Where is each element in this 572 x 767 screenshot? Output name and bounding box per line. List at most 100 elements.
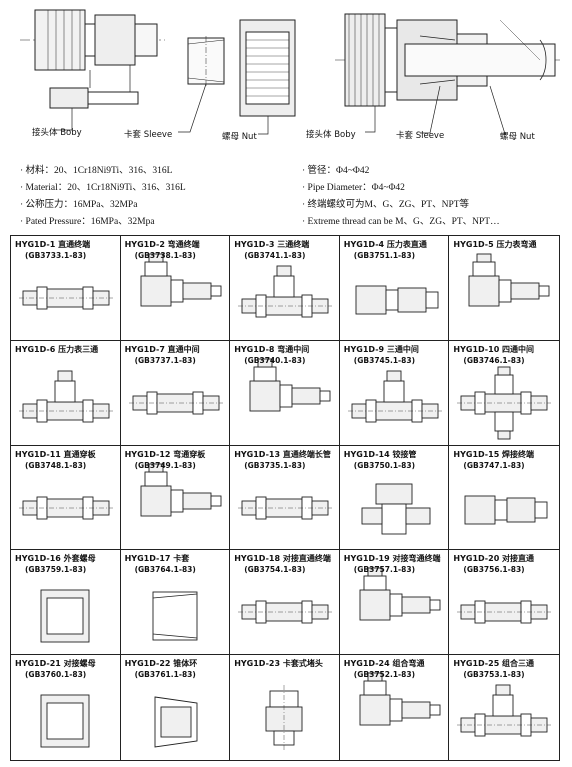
- product-standard: (GB3749.1-83): [134, 460, 196, 470]
- product-standard: (GB3753.1-83): [463, 670, 525, 680]
- product-cell: HYG1D-22 锥体环(GB3761.1-83): [121, 655, 231, 760]
- plug-fitting-drawing: [265, 685, 303, 752]
- sleeve-label-assembled: 卡套 Sleeve: [396, 131, 445, 141]
- product-title: HYG1D-13 直通终端长管: [234, 449, 331, 459]
- product-grid: HYG1D-1 直通终端(GB3733.1-83) HYG1D-2 弯通终端 (G…: [10, 235, 560, 761]
- nut-label-assembled: 螺母 Nut: [500, 132, 535, 142]
- product-standard: (GB3760.1-83): [25, 670, 87, 680]
- spec-material-cn: · 材料：20、1Cr18Ni9Ti、316、316L: [20, 166, 173, 176]
- combo-elbow-fitting-drawing: [359, 672, 441, 726]
- product-standard: (GB3759.1-83): [25, 565, 87, 575]
- spec-thread-cn: · 终端螺纹可为M、G、ZG、PT、NPT等: [302, 200, 470, 210]
- straight-union-fitting-drawing: [128, 391, 223, 415]
- straight-terminal-fitting-drawing: [19, 286, 113, 310]
- product-standard: (GB3738.1-83): [134, 251, 196, 260]
- product-cell: HYG1D-17 卡套(GB3764.1-83): [120, 550, 231, 656]
- product-title: HYG1D-6 压力表三通: [15, 344, 99, 354]
- tee-terminal-fitting-drawing: [238, 265, 333, 318]
- product-title: HYG1D-15 焊接终端: [453, 449, 535, 459]
- fitting-assembly-drawing: [20, 9, 560, 135]
- elbow-union-fitting-drawing: [249, 358, 331, 412]
- product-standard: (GB3741.1-83): [244, 251, 306, 260]
- butt-union-fitting-drawing: [457, 600, 552, 624]
- spec-thread-en: · Extreme thread can be M、G、ZG、PT、NPT…: [302, 217, 500, 227]
- weld-terminal-fitting-drawing: [464, 495, 548, 525]
- product-cell: HYG1D-24 组合弯通(GB3752.1-83): [340, 655, 450, 760]
- product-standard: (GB3757.1-83): [353, 565, 416, 575]
- product-cell: HYG1D-20 对接直通(GB3756.1-83): [449, 550, 559, 656]
- bulkhead-straight-fitting-drawing: [19, 496, 113, 520]
- product-standard: (GB3764.1-83): [134, 565, 196, 575]
- product-title: HYG1D-21 对接螺母: [15, 659, 96, 669]
- combo-tee-fitting-drawing: [457, 684, 552, 737]
- product-title: HYG1D-17 卡套: [124, 554, 190, 564]
- elbow-terminal-fitting-drawing: [140, 253, 222, 307]
- product-title: HYG1D-5 压力表弯通: [453, 240, 537, 249]
- product-title: HYG1D-23 卡套式堵头: [234, 659, 323, 669]
- spec-pressure-cn: · 公称压力：16MPa、32MPa: [20, 200, 138, 210]
- product-title: HYG1D-9 三通中间: [343, 344, 419, 354]
- product-standard: (GB3745.1-83): [353, 355, 416, 365]
- product-cell: HYG1D-23 卡套式堵头: [230, 655, 340, 760]
- product-title: HYG1D-16 外套螺母: [15, 554, 96, 564]
- product-standard: (GB3740.1-83): [244, 355, 306, 365]
- product-cell: HYG1D-9 三通中间(GB3745.1-83): [339, 340, 450, 446]
- butt-nut-fitting-drawing: [40, 694, 90, 748]
- bulkhead-elbow-fitting-drawing: [140, 463, 222, 517]
- product-cell: HYG1D-25 组合三通(GB3753.1-83): [449, 655, 559, 760]
- spec-material-en: · Material：20、1Cr18Ni9Ti、316、316L: [20, 183, 186, 193]
- product-cell: HYG1D-7 直通中间(GB3737.1-83): [120, 340, 231, 446]
- product-title: HYG1D-2 弯通终端: [124, 240, 200, 249]
- product-standard: (GB3735.1-83): [244, 460, 306, 470]
- product-standard: (GB3748.1-83): [25, 460, 87, 470]
- nut-label: 螺母 Nut: [222, 132, 257, 142]
- product-standard: (GB3751.1-83): [353, 251, 416, 260]
- product-standard: (GB3756.1-83): [463, 565, 525, 575]
- product-title: HYG1D-4 压力表直通: [343, 240, 427, 249]
- butt-straight-fitting-drawing: [238, 600, 333, 624]
- product-cell: HYG1D-4 压力表直通 (GB3751.1-83): [339, 236, 450, 341]
- product-standard: (GB3747.1-83): [463, 460, 525, 470]
- product-title: HYG1D-12 弯通穿板: [124, 449, 206, 459]
- product-title: HYG1D-25 组合三通: [453, 659, 535, 669]
- sleeve-fitting-drawing: [152, 591, 198, 641]
- specifications: · 材料：20、1Cr18Ni9Ti、316、316L · Material：2…: [0, 158, 572, 230]
- product-cell: HYG1D-2 弯通终端 (GB3738.1-83): [120, 236, 231, 341]
- product-cell: HYG1D-6 压力表三通: [11, 340, 121, 446]
- butt-elbow-fitting-drawing: [359, 567, 441, 621]
- product-standard: (GB3737.1-83): [134, 355, 196, 365]
- product-title: HYG1D-20 对接直通: [453, 554, 535, 564]
- tee-union-fitting-drawing: [347, 370, 442, 423]
- gauge-straight-fitting-drawing: [355, 285, 439, 315]
- assembly-drawing: 接头体 Boby 卡套 Sleeve 螺母 Nut 接头体 Boby 卡套 Sl…: [0, 0, 572, 154]
- cross-union-fitting-drawing: [457, 366, 552, 440]
- product-title: HYG1D-3 三通终端: [234, 240, 310, 249]
- product-cell: HYG1D-10 四通中间(GB3746.1-83): [449, 341, 559, 446]
- product-standard: (GB3750.1-83): [353, 460, 416, 470]
- product-title: HYG1D-10 四通中间: [453, 344, 535, 354]
- product-standard: (GB3761.1-83): [134, 670, 196, 680]
- product-title: HYG1D-22 锥体环: [124, 659, 198, 669]
- product-cell: HYG1D-8 弯通中间(GB3740.1-83): [230, 340, 340, 446]
- product-standard: (GB3754.1-83): [244, 565, 306, 575]
- product-cell: HYG1D-14 铰接管(GB3750.1-83): [339, 445, 450, 551]
- body-label: 接头体 Boby: [32, 128, 82, 138]
- body-label-assembled: 接头体 Boby: [306, 130, 356, 140]
- product-cell: HYG1D-19 对接弯通终端(GB3757.1-83): [339, 550, 450, 656]
- product-cell: HYG1D-1 直通终端(GB3733.1-83): [11, 236, 121, 341]
- product-cell: HYG1D-11 直通穿板(GB3748.1-83): [11, 445, 121, 551]
- product-standard: (GB3752.1-83): [353, 670, 416, 680]
- product-cell: HYG1D-5 压力表弯通: [449, 236, 559, 341]
- product-title: HYG1D-1 直通终端: [15, 240, 91, 249]
- product-cell: HYG1D-3 三通终端 (GB3741.1-83): [230, 236, 340, 341]
- sleeve-label: 卡套 Sleeve: [124, 130, 173, 140]
- product-standard: (GB3746.1-83): [463, 355, 525, 365]
- product-cell: HYG1D-16 外套螺母(GB3759.1-83): [11, 550, 121, 656]
- product-title: HYG1D-7 直通中间: [124, 344, 200, 354]
- product-title: HYG1D-11 直通穿板: [15, 449, 96, 459]
- product-title: HYG1D-18 对接直通终端: [234, 554, 331, 564]
- product-title: HYG1D-14 铰接管: [343, 449, 417, 459]
- cone-ring-fitting-drawing: [154, 696, 198, 748]
- product-cell: HYG1D-13 直通终端长管(GB3735.1-83): [230, 445, 340, 551]
